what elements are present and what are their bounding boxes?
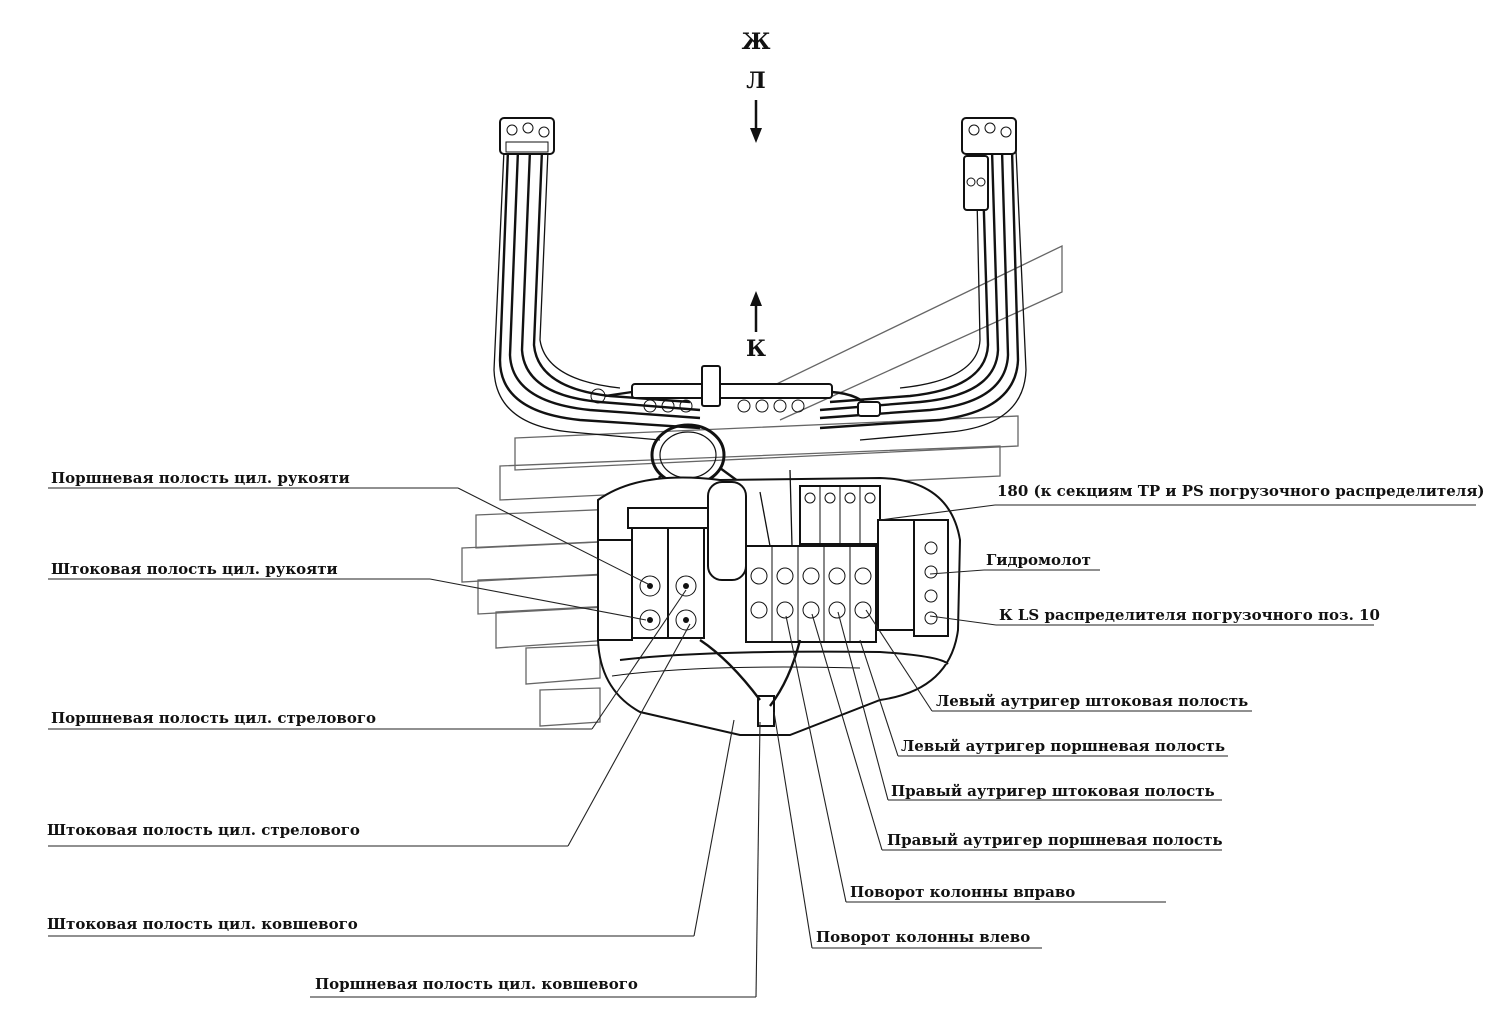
label-right-outrigger-piston: Правый аутригер поршневая полость — [887, 831, 1223, 849]
label-piston-boom: Поршневая полость цил. стрелового — [51, 709, 376, 727]
direction-label-top-1: Ж — [742, 29, 771, 55]
label-rod-arm: Штоковая полость цил. рукояти — [51, 560, 338, 578]
label-piston-bucket: Поршневая полость цил. ковшевого — [315, 975, 638, 993]
direction-arrows: Ж Л К — [742, 29, 771, 362]
leader-lines — [48, 487, 1476, 998]
label-to-sections: 180 (к секциям ТР и PS погрузочного расп… — [997, 482, 1485, 500]
arrowhead-up-icon — [750, 291, 762, 306]
label-hammer: Гидромолот — [986, 551, 1091, 569]
label-swing-left: Поворот колонны влево — [816, 928, 1030, 946]
label-ls-port: К LS распределителя погрузочного поз. 10 — [999, 606, 1380, 624]
callout-labels: Поршневая полость цил. рукояти Штоковая … — [47, 469, 1485, 993]
valve-assembly — [597, 469, 962, 736]
label-left-outrigger-piston: Левый аутригер поршневая полость — [901, 737, 1225, 755]
right-hose-bundle — [819, 117, 1027, 441]
arrowhead-down-icon — [750, 128, 762, 143]
label-right-outrigger-rod: Правый аутригер штоковая полость — [891, 782, 1215, 800]
label-swing-right: Поворот колонны вправо — [850, 883, 1075, 901]
top-manifold — [590, 365, 881, 417]
label-rod-bucket: Штоковая полость цил. ковшевого — [47, 915, 358, 933]
label-piston-arm: Поршневая полость цил. рукояти — [51, 469, 350, 487]
direction-label-top-2: Л — [746, 68, 765, 94]
direction-label-middle: К — [746, 336, 766, 362]
label-left-outrigger-rod: Левый аутригер штоковая полость — [936, 692, 1248, 710]
label-rod-boom: Штоковая полость цил. стрелового — [47, 821, 360, 839]
